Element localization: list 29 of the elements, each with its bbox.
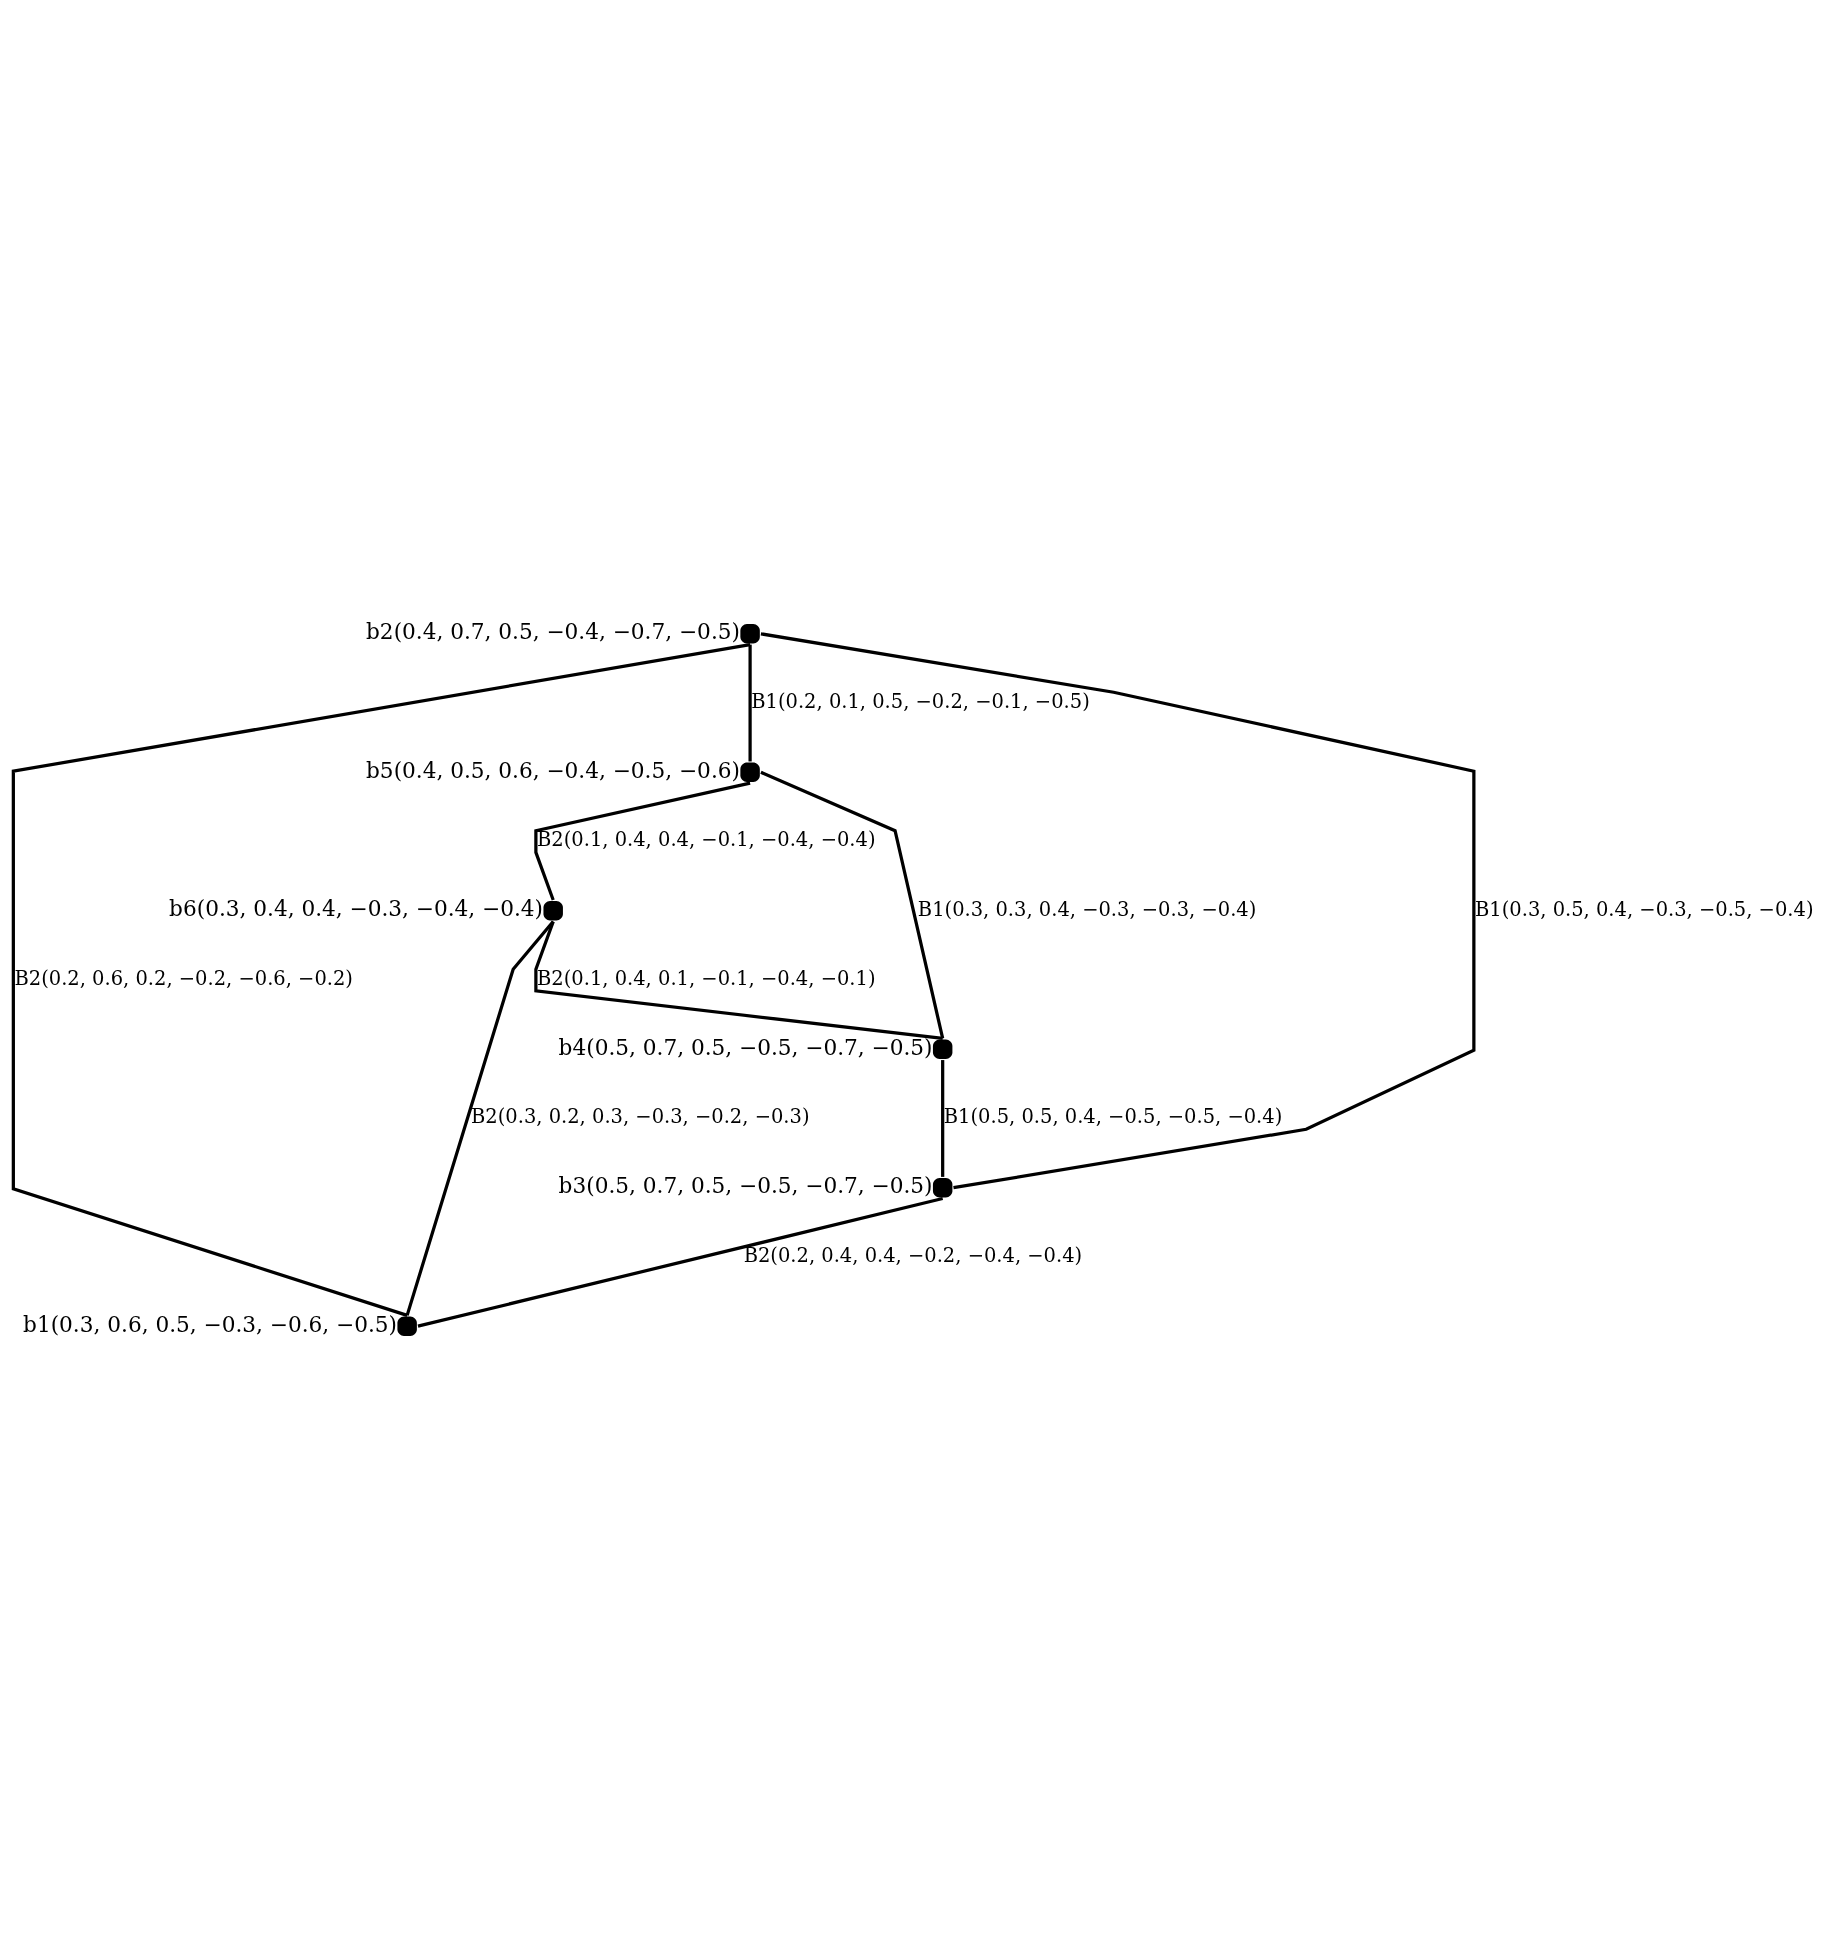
connector — [760, 632, 1476, 1190]
connector — [534, 921, 943, 1041]
edge-label: B2(0.2, 0.6, 0.2, −0.2, −0.6, −0.2) — [14, 966, 353, 990]
node-label: b5(0.4, 0.5, 0.6, −0.4, −0.5, −0.6) — [366, 757, 740, 783]
connector — [534, 781, 751, 901]
edge-label: B1(0.3, 0.3, 0.4, −0.3, −0.3, −0.4) — [917, 897, 1257, 921]
connector — [748, 644, 752, 762]
edge-label: B1(0.5, 0.5, 0.4, −0.5, −0.5, −0.4) — [943, 1105, 1283, 1129]
edge-label: B2(0.2, 0.4, 0.4, −0.2, −0.4, −0.4) — [743, 1243, 1083, 1267]
connector — [11, 643, 751, 1317]
edge-label: B2(0.3, 0.2, 0.3, −0.3, −0.2, −0.3) — [471, 1105, 810, 1129]
node-label: b1(0.3, 0.6, 0.5, −0.3, −0.6, −0.5) — [23, 1311, 397, 1337]
node-label: b2(0.4, 0.7, 0.5, −0.4, −0.7, −0.5) — [366, 619, 740, 645]
node-label: b6(0.3, 0.4, 0.4, −0.3, −0.4, −0.4) — [169, 896, 544, 922]
connector — [760, 770, 945, 1039]
node-label: b4(0.5, 0.7, 0.5, −0.5, −0.7, −0.5) — [558, 1034, 933, 1060]
node-circle — [740, 762, 760, 782]
node-circle — [740, 624, 760, 644]
edge-label: B1(0.2, 0.1, 0.5, −0.2, −0.1, −0.5) — [751, 689, 1090, 713]
edge-label: B2(0.1, 0.4, 0.4, −0.1, −0.4, −0.4) — [537, 828, 876, 852]
node-circle — [543, 901, 563, 921]
connector — [417, 1196, 944, 1328]
node-circle — [932, 1039, 953, 1059]
node-label: b3(0.5, 0.7, 0.5, −0.5, −0.7, −0.5) — [558, 1173, 933, 1199]
node-circle — [932, 1178, 953, 1198]
connector — [941, 1060, 945, 1177]
edge-label: B1(0.3, 0.5, 0.4, −0.3, −0.5, −0.4) — [1475, 897, 1814, 921]
edge-label: B2(0.1, 0.4, 0.1, −0.1, −0.4, −0.1) — [537, 966, 876, 990]
node-circle — [397, 1316, 417, 1336]
